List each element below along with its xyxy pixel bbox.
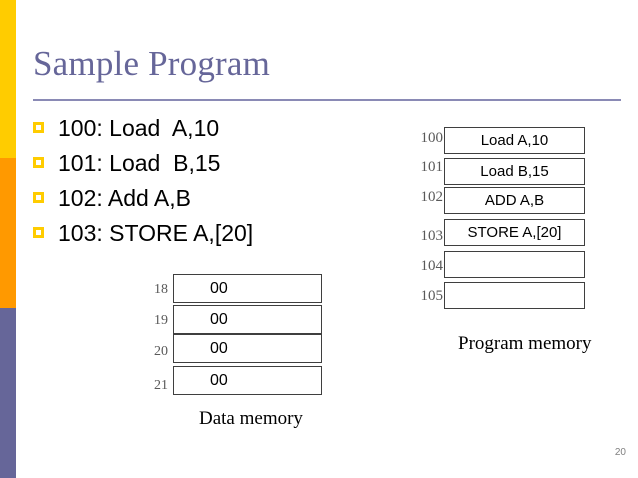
program-memory-caption: Program memory	[458, 333, 592, 354]
data-memory-address: 19	[154, 313, 168, 328]
data-memory-cell: 00	[173, 366, 322, 395]
program-memory-address: 102	[420, 189, 444, 205]
program-memory-cell	[444, 251, 585, 278]
bullet-list: 100: Load A,10 101: Load B,15 102: Add A…	[33, 110, 393, 250]
program-memory-address: 103	[420, 228, 444, 244]
data-memory-address: 21	[154, 378, 168, 393]
program-memory-cell-value: Load B,15	[480, 163, 549, 180]
data-memory-cell-value: 00	[210, 371, 228, 389]
program-memory-address: 101	[420, 159, 444, 175]
list-item: 100: Load A,10	[33, 110, 393, 145]
program-memory-cell: ADD A,B	[444, 187, 585, 214]
list-item: 102: Add A,B	[33, 180, 393, 215]
decorative-sidebar	[0, 0, 16, 478]
program-memory-cell-value: STORE A,[20]	[467, 224, 562, 241]
data-memory-cell: 00	[173, 274, 322, 303]
page-title: Sample Program	[33, 44, 271, 83]
program-memory-cell	[444, 282, 585, 309]
data-memory-cell-value: 00	[210, 310, 228, 328]
program-memory-cell: Load A,10	[444, 127, 585, 154]
program-memory-cell: STORE A,[20]	[444, 219, 585, 246]
list-item-label: 101: Load B,15	[58, 149, 221, 176]
data-memory-cell: 00	[173, 334, 322, 363]
list-item-label: 103: STORE A,[20]	[58, 219, 254, 246]
data-memory-cell-value: 00	[210, 339, 228, 357]
data-memory-caption: Data memory	[199, 408, 303, 429]
sidebar-segment-orange	[0, 158, 16, 308]
sidebar-segment-purple	[0, 308, 16, 478]
program-memory-address: 100	[420, 130, 444, 146]
list-item: 103: STORE A,[20]	[33, 215, 393, 250]
page-number: 20	[614, 447, 626, 458]
program-memory-address: 104	[420, 258, 444, 274]
sidebar-segment-yellow	[0, 0, 16, 158]
list-item-label: 102: Add A,B	[58, 184, 192, 211]
title-divider	[33, 99, 621, 101]
data-memory-cell: 00	[173, 305, 322, 334]
square-bullet-icon	[33, 227, 44, 238]
square-bullet-icon	[33, 122, 44, 133]
list-item: 101: Load B,15	[33, 145, 393, 180]
square-bullet-icon	[33, 157, 44, 168]
square-bullet-icon	[33, 192, 44, 203]
program-memory-cell: Load B,15	[444, 158, 585, 185]
program-memory-cell-value: Load A,10	[480, 132, 549, 149]
data-memory-cell-value: 00	[210, 279, 228, 297]
data-memory-address: 20	[154, 344, 168, 359]
list-item-label: 100: Load A,10	[58, 114, 220, 141]
data-memory-address: 18	[154, 282, 168, 297]
program-memory-cell-value: ADD A,B	[484, 192, 545, 209]
program-memory-address: 105	[420, 288, 444, 304]
